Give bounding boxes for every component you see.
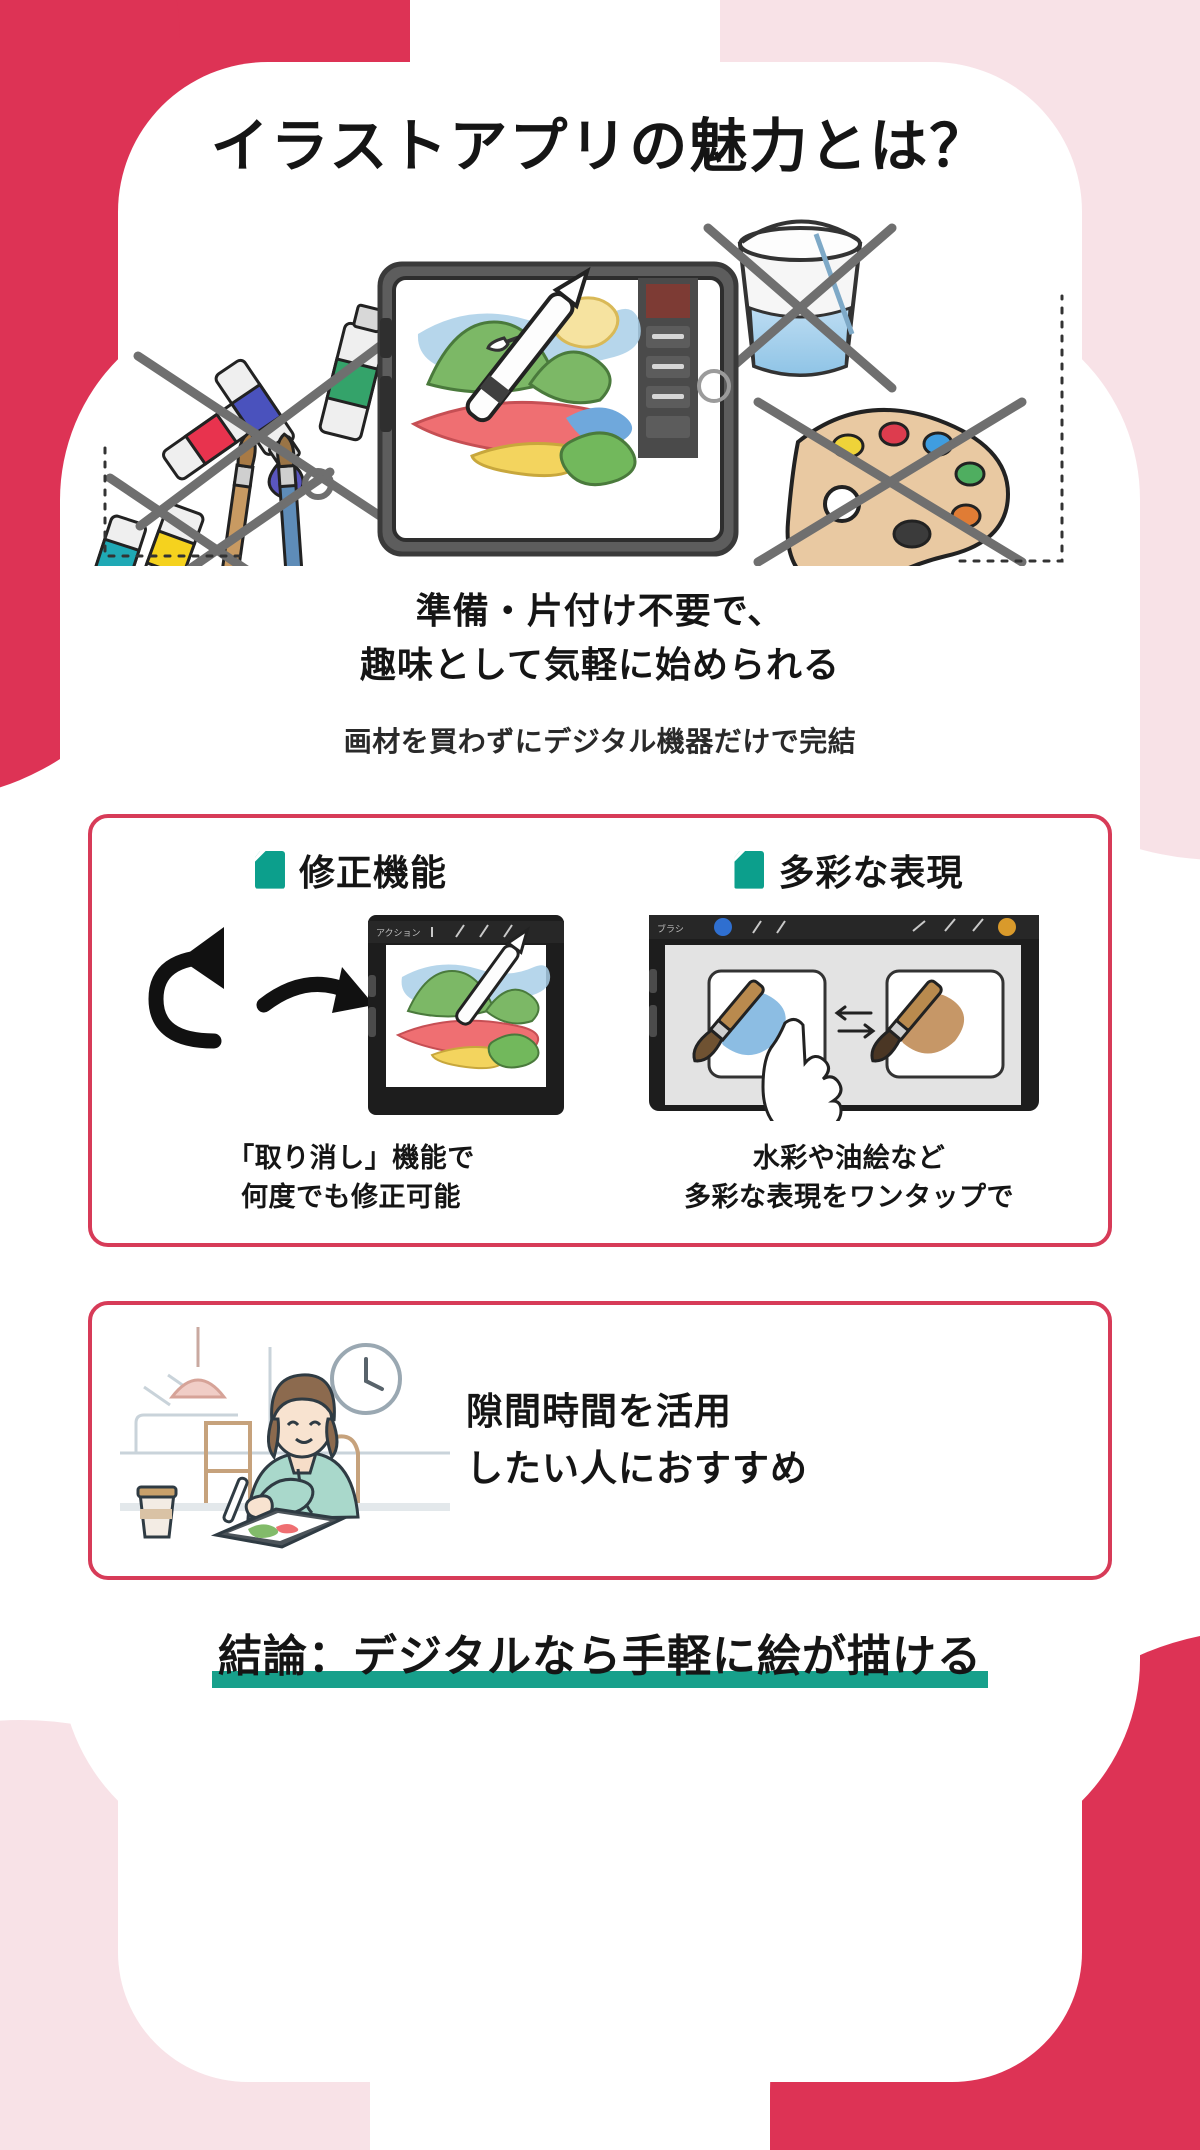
feature-caption-line1: 水彩や油絵など	[752, 1142, 946, 1173]
hero-illustration	[0, 216, 1200, 576]
stylus-pen-icon	[465, 266, 591, 422]
svg-text:アクション: アクション	[376, 928, 421, 938]
woman-figure	[244, 1373, 360, 1521]
cross-out-mark	[105, 341, 385, 566]
drawing-tablet-icon	[377, 261, 739, 557]
feature-caption-line1: 「取り消し」機能で	[227, 1142, 475, 1173]
svg-text:ブラシ: ブラシ	[657, 923, 684, 934]
brush-preview-oil	[870, 969, 1005, 1079]
undo-arrowhead	[180, 927, 224, 990]
feature-title: 修正機能	[298, 851, 447, 893]
feature-figure-undo: アクション	[136, 908, 566, 1123]
dotted-frame-right	[958, 294, 1064, 563]
brush-preview-watercolor	[692, 969, 827, 1079]
infographic-content: イラストアプリの魅力とは？	[0, 0, 1200, 1686]
redo-arrowhead	[332, 967, 374, 1014]
feature-caption-line2: 多彩な表現をワンタップで	[684, 1181, 1014, 1212]
conclusion-underline	[211, 1670, 989, 1688]
feature-caption-line2: 何度でも修正可能	[241, 1181, 461, 1212]
hero-caption-line2: 趣味として気軽に始められる	[360, 643, 840, 685]
feature-caption: 水彩や油絵など 多彩な表現をワンタップで	[684, 1139, 1014, 1217]
feature-figure-styles: ブラシ	[649, 908, 1049, 1123]
pendant-lamp-icon	[168, 1326, 228, 1399]
person-card: 隙間時間を活用 したい人におすすめ	[88, 1300, 1112, 1580]
canvas-artwork	[410, 296, 641, 486]
cross-out-mark	[703, 223, 897, 393]
mini-tablet-icon: ブラシ	[649, 915, 1039, 1122]
hero-subtext: 画材を買わずにデジタル機器だけで完結	[343, 725, 857, 757]
feature-title: 多彩な表現	[778, 851, 964, 893]
person-card-line1: 隙間時間を活用	[466, 1391, 732, 1433]
person-card-text: 隙間時間を活用 したい人におすすめ	[450, 1383, 1080, 1498]
chair-icon	[204, 1420, 360, 1505]
feature-heading: 多彩な表現	[734, 844, 963, 896]
swap-arrows-icon	[834, 1005, 876, 1039]
hero-objects	[85, 219, 1027, 566]
person-card-line2: したい人におすすめ	[466, 1448, 808, 1490]
person-figure	[120, 1326, 450, 1554]
feature-heading: 修正機能	[254, 844, 447, 896]
tablet-on-desk-icon	[210, 1507, 348, 1549]
hero-caption: 準備・片付け不要で、 趣味として気軽に始められる	[0, 584, 1200, 692]
tag-icon	[734, 850, 765, 889]
hero-caption-line1: 準備・片付け不要で、	[415, 589, 785, 631]
conclusion-banner: 結論：デジタルなら手軽に絵が描ける	[0, 1620, 1200, 1688]
mini-tablet-icon: アクション	[368, 915, 564, 1116]
stylus-pen-icon	[222, 1476, 249, 1524]
page-title: イラストアプリの魅力とは？	[210, 114, 990, 179]
feature-caption: 「取り消し」機能で 何度でも修正可能	[227, 1139, 475, 1217]
coffee-cup-icon	[136, 1485, 178, 1539]
dotted-frame-left	[103, 439, 242, 558]
tag-icon	[254, 850, 285, 889]
stylus-pen-icon	[455, 926, 530, 1026]
wall-clock-icon	[330, 1342, 402, 1415]
feature-column-styles: 多彩な表現 ブラシ	[600, 844, 1098, 1217]
selected-tool-indicator	[714, 918, 732, 937]
conclusion-text: 結論：デジタルなら手軽に絵が描ける	[217, 1631, 983, 1681]
features-card: 修正機能	[88, 813, 1112, 1247]
cross-out-mark	[753, 397, 1027, 566]
feature-column-undo: 修正機能	[102, 844, 600, 1217]
tap-hand-icon	[761, 1018, 843, 1122]
